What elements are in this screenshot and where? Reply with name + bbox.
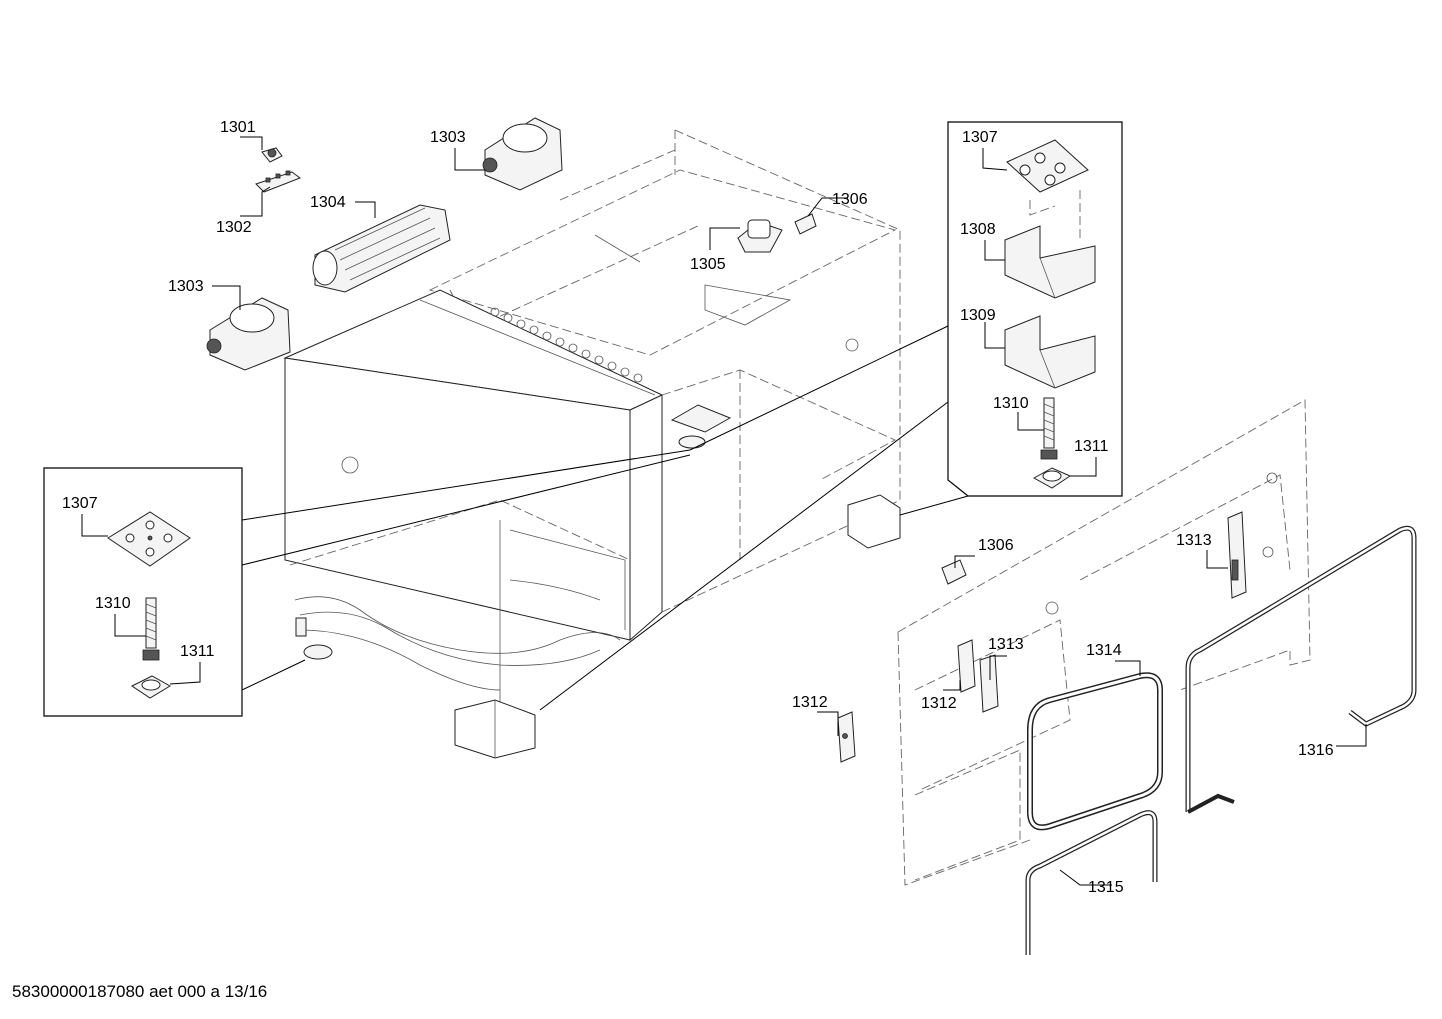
rear-panel [897, 399, 1311, 886]
part-1303-top-motor [482, 117, 563, 191]
label-1307-left: 1307 [62, 495, 98, 512]
part-1306-right-switch [941, 559, 967, 585]
part-1312-loose-hinge [837, 711, 856, 763]
label-1313-panel: 1313 [988, 636, 1024, 653]
label-1306-right: 1306 [978, 537, 1014, 554]
label-1309: 1309 [960, 307, 996, 324]
part-1303-left-motor [206, 297, 291, 371]
label-1302: 1302 [216, 219, 252, 236]
part-1314-door-seal [1027, 672, 1163, 831]
label-1310-left: 1310 [95, 595, 131, 612]
label-1313-upper: 1313 [1176, 532, 1212, 549]
label-1310-right: 1310 [993, 395, 1029, 412]
label-1311-left: 1311 [180, 643, 215, 660]
part-number-labels: 1301 1302 1303 1304 1303 1305 1306 1307 … [62, 119, 1334, 896]
label-1314: 1314 [1086, 642, 1122, 659]
label-1307-right: 1307 [962, 129, 998, 146]
part-1305-relay [737, 219, 783, 253]
detail-box-right [539, 121, 1123, 711]
part-1301-knob [261, 147, 283, 163]
label-1304: 1304 [310, 194, 346, 211]
label-1303-top: 1303 [430, 129, 466, 146]
label-1315: 1315 [1088, 879, 1124, 896]
part-1302-terminal-block [255, 170, 302, 193]
detail-box-left [43, 449, 691, 717]
oven-cabinet-frame [283, 129, 901, 759]
label-1316: 1316 [1298, 742, 1334, 759]
part-1312-panel-hinge [957, 639, 976, 693]
part-1316-gasket-frame [1185, 525, 1417, 814]
label-1303-left: 1303 [168, 278, 204, 295]
part-1306-top-switch [794, 213, 817, 235]
label-1312-loose: 1312 [792, 694, 828, 711]
label-1308: 1308 [960, 221, 996, 238]
label-1311-right: 1311 [1074, 438, 1109, 455]
document-reference-footer: 58300000187080 aet 000 a 13/16 [12, 982, 268, 1001]
label-1306-top: 1306 [832, 191, 868, 208]
label-1305: 1305 [690, 256, 726, 273]
part-1315-seal-profile [1025, 810, 1158, 955]
part-1313-upper-hinge [1227, 511, 1247, 599]
label-1312-panel: 1312 [921, 695, 957, 712]
label-1301: 1301 [220, 119, 256, 136]
part-1313-panel-hinge [979, 654, 999, 713]
leader-lines [81, 136, 1367, 886]
part-1304-tangential-fan [312, 204, 451, 293]
